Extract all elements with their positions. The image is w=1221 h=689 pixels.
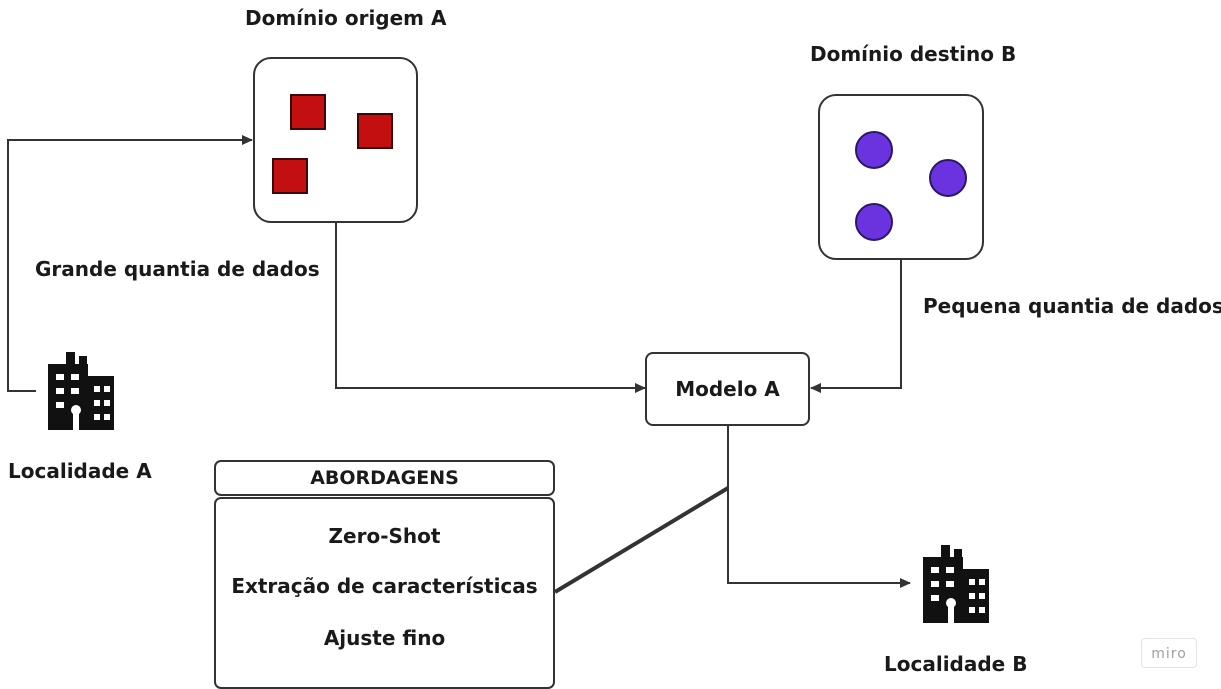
building-icon (48, 352, 114, 430)
arrow-model-to-locality-b (727, 425, 911, 588)
data-square (290, 94, 326, 130)
approaches-link-line (553, 486, 730, 594)
arrow-target-to-model (810, 260, 902, 393)
source-domain-box[interactable] (253, 57, 418, 223)
data-circle (855, 131, 893, 169)
data-circle (929, 159, 967, 197)
data-square (272, 158, 308, 194)
approach-item-feature-extraction[interactable]: Extração de características (231, 574, 538, 598)
source-data-caption: Grande quantia de dados (35, 257, 320, 281)
approach-item-zero-shot[interactable]: Zero-Shot (328, 524, 441, 548)
approaches-list: Zero-Shot Extração de características Aj… (214, 497, 555, 689)
locality-a-label: Localidade A (8, 459, 152, 483)
data-circle (855, 203, 893, 241)
approaches-header[interactable]: ABORDAGENS (214, 460, 555, 496)
arrow-locality-a-to-source (7, 135, 253, 392)
target-data-caption: Pequena quantia de dados (923, 294, 1221, 318)
model-label: Modelo A (675, 377, 780, 401)
target-domain-box[interactable] (818, 94, 984, 260)
approach-item-fine-tuning[interactable]: Ajuste fino (323, 626, 446, 650)
miro-watermark: miro (1141, 638, 1197, 668)
model-box[interactable]: Modelo A (645, 352, 810, 426)
source-domain-title: Domínio origem A (245, 6, 447, 30)
building-icon (923, 545, 989, 623)
arrow-source-to-model (335, 222, 646, 393)
data-square (357, 113, 393, 149)
approaches-header-label: ABORDAGENS (310, 467, 459, 489)
target-domain-title: Domínio destino B (810, 42, 1017, 66)
locality-b-label: Localidade B (884, 652, 1028, 676)
